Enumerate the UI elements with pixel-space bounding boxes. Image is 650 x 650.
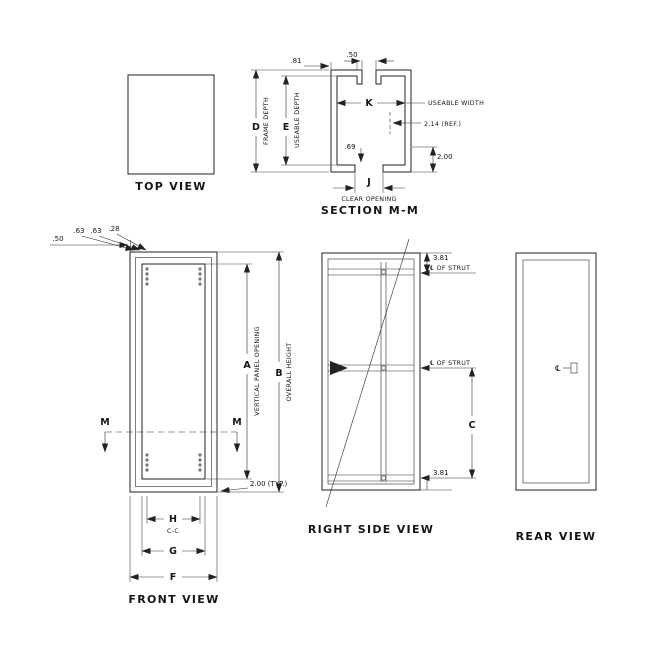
- strut-pointer: [330, 361, 348, 375]
- front-panel-opening: [141, 263, 206, 480]
- dim-200-typ: 2.00 (TYP.): [250, 480, 287, 488]
- dim-letter-e: E: [283, 122, 290, 133]
- useable-width-label: USEABLE WIDTH: [428, 100, 484, 107]
- front-geometry: [129, 251, 218, 493]
- clear-opening-label: CLEAR OPENING: [341, 196, 396, 203]
- rear-keyhole: [570, 362, 578, 374]
- dim-front-50: .50: [52, 235, 63, 243]
- top-view: TOP VIEW: [127, 74, 215, 193]
- dim-h-cc: C-C: [167, 528, 179, 535]
- dim-front-63b: .63: [90, 227, 101, 235]
- overall-height-label: OVERALL HEIGHT: [286, 343, 293, 402]
- dim-letter-a: A: [243, 360, 251, 371]
- section-mark-m-left: M: [100, 417, 109, 428]
- cl-of-strut-top: ℄ OF STRUT: [430, 265, 470, 272]
- section-profile-right: [375, 69, 412, 173]
- rear-view-title: REAR VIEW: [516, 530, 597, 543]
- dim-lip-69: .69: [344, 143, 355, 151]
- right-dimensions: 3.81 ℄ OF STRUT ℄ OF STRUT C 3.81: [420, 252, 476, 491]
- top-view-title: TOP VIEW: [135, 180, 206, 193]
- section-profile-left: [330, 69, 363, 173]
- dim-letter-j: J: [366, 177, 371, 188]
- rear-inner-panel: [522, 259, 590, 484]
- diagonal-line: [325, 238, 410, 508]
- useable-depth-label: USEABLE DEPTH: [294, 92, 301, 148]
- strut-bolt-bottom: [380, 475, 386, 481]
- dim-letter-c: C: [469, 420, 476, 431]
- front-mounting-holes: [145, 267, 202, 472]
- section-mm-view: .81 .50 D FRAME DEPTH E USEABLE DEPTH: [251, 51, 484, 217]
- top-view-outline: [127, 74, 215, 175]
- front-view: .50 .63 .63 .28 A VERTICAL PANEL OPENING…: [50, 225, 293, 606]
- frame-depth-label: FRAME DEPTH: [263, 97, 270, 145]
- front-frame: [135, 257, 212, 487]
- dim-letter-h: H: [169, 514, 177, 525]
- right-side-view: 3.81 ℄ OF STRUT ℄ OF STRUT C 3.81 RIGHT …: [308, 238, 476, 536]
- section-view-title: SECTION M-M: [321, 204, 419, 217]
- section-mark-m-right: M: [232, 417, 241, 428]
- rear-view: ℄ REAR VIEW: [515, 252, 597, 543]
- dim-ref-214: 2.14 (REF.): [424, 121, 461, 128]
- front-outline: [129, 251, 218, 493]
- section-dimensions: .81 .50 D FRAME DEPTH E USEABLE DEPTH: [251, 51, 484, 203]
- dim-front-28: .28: [108, 225, 119, 233]
- rear-centerline-symbol: ℄: [555, 364, 561, 373]
- rear-outline: [515, 252, 597, 491]
- dim-381-bottom: 3.81: [433, 469, 449, 477]
- right-geometry: [321, 238, 421, 508]
- front-dimensions: .50 .63 .63 .28 A VERTICAL PANEL OPENING…: [50, 225, 293, 583]
- right-inner-wall: [327, 258, 415, 485]
- strut-bolt-mid: [380, 365, 386, 371]
- vertical-panel-opening-label: VERTICAL PANEL OPENING: [254, 326, 261, 416]
- dim-letter-g: G: [169, 546, 177, 557]
- dim-flange-81: .81: [290, 57, 301, 65]
- right-outline: [321, 252, 421, 491]
- dim-letter-b: B: [275, 368, 282, 379]
- cl-of-strut-mid: ℄ OF STRUT: [430, 360, 470, 367]
- dim-letter-k: K: [365, 98, 373, 109]
- right-side-view-title: RIGHT SIDE VIEW: [308, 523, 434, 536]
- dim-slot-50: .50: [346, 51, 357, 59]
- dim-letter-d: D: [252, 122, 260, 133]
- strut-bolt-top: [380, 269, 386, 275]
- dim-front-63a: .63: [73, 227, 84, 235]
- dim-381-top: 3.81: [433, 254, 449, 262]
- front-view-title: FRONT VIEW: [128, 593, 219, 606]
- dim-letter-f: F: [170, 572, 177, 583]
- section-profile: [330, 69, 412, 173]
- dim-base-200: 2.00: [437, 153, 453, 161]
